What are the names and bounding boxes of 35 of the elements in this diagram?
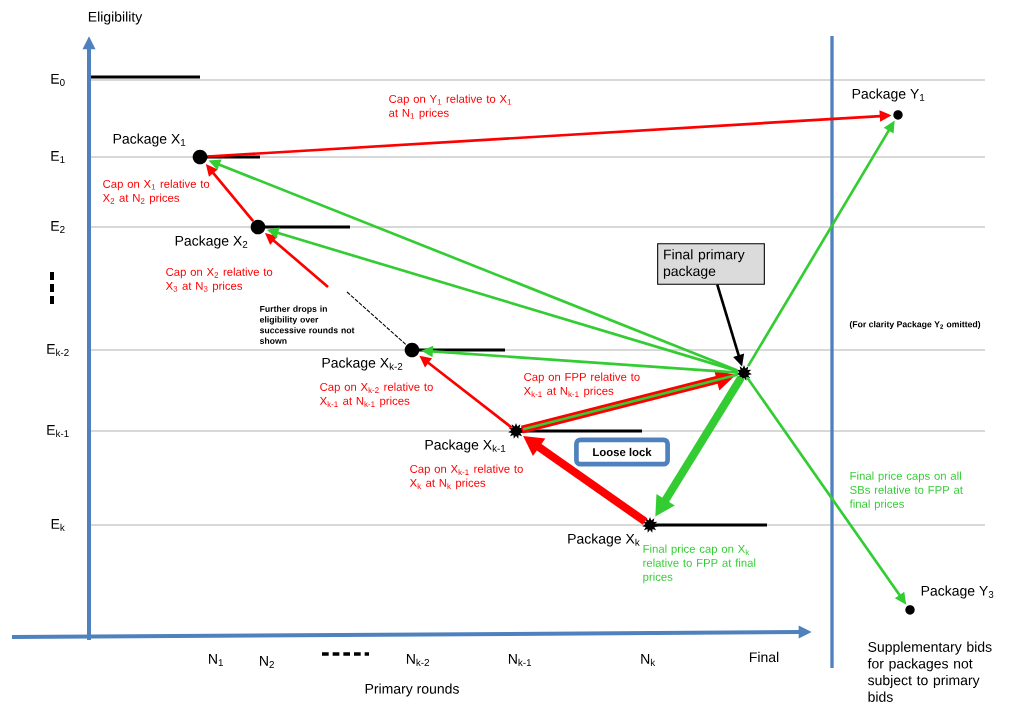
package-point bbox=[736, 365, 752, 381]
axis-label: Final bbox=[750, 651, 779, 663]
edge-label: Cap on X$_{1}$ relative to X$_{2}$ at N$_{2}$ prices bbox=[102, 179, 210, 205]
axis-label: E$_{2}$ bbox=[51, 221, 65, 233]
edge-label: Cap on X$_{2}$ relative to X$_{3}$ at N$_{3}$ prices bbox=[165, 267, 273, 293]
axis-label: E$_{k}$ bbox=[51, 519, 65, 531]
axis-label: Primary rounds bbox=[365, 683, 459, 697]
edge-label: Cap on X$_{k-1}$ relative to X$_{k}$ at N$_{k}$ prices bbox=[409, 464, 523, 490]
text-box: Final primary package bbox=[657, 243, 765, 285]
axis-label: E$_{k-1}$ bbox=[47, 425, 69, 437]
axis-label: N$_{k-2}$ bbox=[406, 654, 430, 666]
lock-box: Loose lock bbox=[574, 437, 670, 467]
axis-label: Supplementary bids for packages not subject to primary bids bbox=[867, 641, 992, 702]
axis-label: N$_{1}$ bbox=[209, 654, 223, 666]
package-label: Package Y$_{3}$ bbox=[921, 585, 994, 599]
axis-label: N$_{2}$ bbox=[260, 656, 274, 668]
package-label: Package X$_{1}$ bbox=[113, 133, 186, 147]
axis-label: N$_{k}$ bbox=[641, 654, 656, 666]
edge-label: Cap on Y$_{1}$ relative to X$_{1}$ at N$_{1}$ prices bbox=[389, 94, 512, 120]
edge-label: Cap on X$_{k-2}$ relative to X$_{k-1}$ at N$_{k-1}$ prices bbox=[319, 382, 433, 408]
axis-label: E$_{k-2}$ bbox=[47, 344, 69, 356]
axis-label: (For clarity Package Y$_{2}$ omitted) bbox=[849, 320, 981, 330]
axis-label: N$_{k-1}$ bbox=[508, 654, 532, 666]
axis-label: Further drops in eligibility over successive rounds not shown bbox=[259, 305, 355, 344]
package-label: Package X$_{k-1}$ bbox=[425, 439, 506, 453]
axis-label: E$_{1}$ bbox=[51, 151, 65, 163]
axis-label: Eligibility bbox=[88, 11, 143, 25]
package-label: Package X$_{k}$ bbox=[568, 533, 640, 547]
package-label: Package X$_{k-2}$ bbox=[322, 357, 403, 371]
edge-label: Final price caps on all SBs relative to FPP at final prices bbox=[849, 471, 963, 511]
edge-label: Final price cap on X$_{k}$ relative to FPP at final prices bbox=[643, 544, 756, 584]
package-label: Package Y$_{1}$ bbox=[852, 88, 925, 102]
edge-label: Cap on FPP relative to X$_{k-1}$ at N$_{k-1}$ prices bbox=[523, 372, 640, 398]
package-label: Package X$_{2}$ bbox=[175, 235, 248, 249]
axis-label: E$_{0}$ bbox=[51, 74, 65, 86]
